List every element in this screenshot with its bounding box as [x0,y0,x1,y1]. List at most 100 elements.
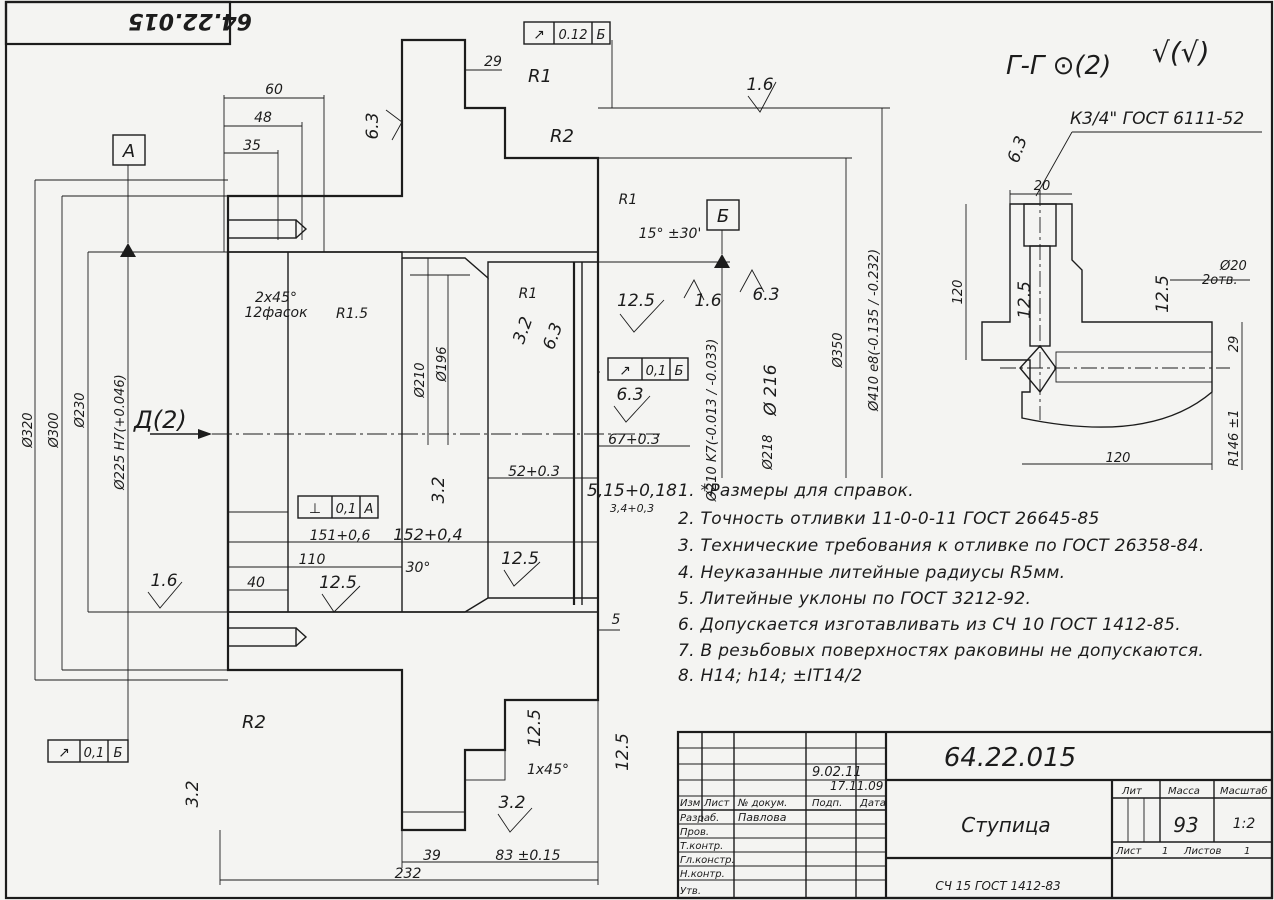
svg-text:↗: ↗ [58,745,70,761]
svg-text:93: 93 [1173,813,1198,837]
note-1: 1. *Размеры для справок. [678,481,914,501]
svg-text:№ докум.: № докум. [737,798,787,809]
svg-text:29: 29 [484,54,502,70]
svg-text:1: 1 [1162,846,1168,857]
svg-text:Н.контр.: Н.контр. [680,869,725,880]
sheet-frame [4,0,1274,900]
svg-text:R1: R1 [528,66,552,87]
rotated-number-box [4,0,232,46]
svg-text:12.5: 12.5 [319,573,357,593]
svg-text:R1.5: R1.5 [336,306,368,322]
svg-text:1x45°: 1x45° [527,762,569,778]
svg-text:52+0.3: 52+0.3 [508,464,560,480]
svg-text:6.3: 6.3 [1004,133,1032,165]
svg-text:5,15+0,18: 5,15+0,18 [587,481,677,501]
svg-text:Б: Б [675,364,684,379]
svg-text:60: 60 [265,82,283,98]
svg-text:Гл.констр.: Гл.констр. [680,855,735,866]
svg-text:120: 120 [1106,451,1131,466]
svg-text:Ø410 e8(-0.135 / -0.232): Ø410 e8(-0.135 / -0.232) [867,249,882,412]
svg-text:12фасок: 12фасок [244,305,308,321]
svg-text:Лист: Лист [703,798,731,809]
svg-text:17.11.09: 17.11.09 [830,779,883,793]
svg-text:R1: R1 [619,192,638,208]
svg-text:К3/4" ГОСТ 6111-52: К3/4" ГОСТ 6111-52 [1070,109,1244,129]
svg-text:√(√): √(√) [1152,36,1210,69]
svg-text:12.5: 12.5 [525,709,545,747]
rotated-drawing-number: 64.22.015 [128,8,252,33]
note-4: 4. Неуказанные литейные радиусы R5мм. [678,563,1066,583]
svg-text:35: 35 [243,138,261,154]
svg-text:151+0,6: 151+0,6 [310,528,371,544]
svg-text:39: 39 [423,848,441,864]
svg-text:Ø196: Ø196 [435,346,450,382]
svg-text:3.2: 3.2 [509,314,537,346]
svg-text:6.3: 6.3 [363,112,383,139]
svg-text:Ø218: Ø218 [761,434,776,470]
svg-text:3.2: 3.2 [183,780,203,807]
section-gg [965,131,1262,470]
svg-text:Дата: Дата [859,798,886,809]
svg-text:12.5: 12.5 [613,733,633,771]
datum-b-triangle [714,254,730,268]
svg-text:1:2: 1:2 [1233,816,1256,832]
svg-text:152+0,4: 152+0,4 [393,525,462,544]
svg-text:30°: 30° [406,560,431,576]
section-gg-texts: Г-Г ⊙(2) √(√) К3/4" ГОСТ 6111-52 6.3 20 … [951,36,1247,467]
svg-text:20: 20 [1034,179,1051,194]
svg-text:48: 48 [254,110,272,126]
svg-text:Т.контр.: Т.контр. [680,841,723,852]
note-7: 7. В резьбовых поверхностях раковины не … [678,641,1205,661]
svg-text:40: 40 [247,575,265,591]
svg-text:3,4+0,3: 3,4+0,3 [610,502,654,515]
svg-text:Ступица: Ступица [961,813,1050,837]
svg-text:120: 120 [951,280,966,305]
dimension-texts: 60 48 35 29 R1 R2 R1 R1 R1.5 2x45° 12фас… [242,54,701,882]
svg-text:5: 5 [612,612,621,628]
svg-text:Пров.: Пров. [680,827,709,838]
svg-text:2x45°: 2x45° [255,290,297,306]
svg-text:Лист: Лист [1115,846,1143,857]
svg-text:Б: Б [597,28,606,43]
view-label: Д(2) [133,406,187,434]
datum-b-label: Б [717,206,729,227]
svg-text:Изм: Изм [680,798,701,809]
svg-text:Разраб.: Разраб. [680,812,719,824]
right-dimension-lines [410,40,890,631]
svg-text:64.22.015: 64.22.015 [944,743,1076,773]
title-block-texts: Изм Лист № докум. Подп. Дата Разраб. Про… [680,743,1268,897]
svg-text:2отв.: 2отв. [1202,273,1238,288]
svg-text:R2: R2 [242,712,266,733]
tolerance-frame-perp: ⊥ 0,1 А [297,495,379,519]
datum-a-triangle [120,243,136,257]
svg-text:6.3: 6.3 [616,385,643,405]
svg-text:Листов: Листов [1183,846,1221,857]
svg-text:Павлова: Павлова [738,811,787,824]
svg-text:⊥: ⊥ [309,501,321,517]
svg-text:Ø350: Ø350 [831,332,846,368]
note-2: 2. Точность отливки 11-0-0-11 ГОСТ 26645… [678,509,1100,529]
svg-text:Г-Г ⊙(2): Г-Г ⊙(2) [1006,51,1111,81]
svg-text:12.5: 12.5 [1153,275,1173,313]
svg-text:Ø 216: Ø 216 [761,364,781,416]
datum-a-label: А [122,141,135,162]
svg-text:Ø230: Ø230 [73,392,88,428]
svg-text:Ø210 K7(-0.013 / -0.033): Ø210 K7(-0.013 / -0.033) [705,339,720,503]
svg-text:А: А [364,502,374,517]
svg-text:232: 232 [395,866,422,882]
svg-text:83 ±0.15: 83 ±0.15 [495,848,560,864]
datum-a-box [112,134,146,166]
svg-text:СЧ 15 ГОСТ 1412-83: СЧ 15 ГОСТ 1412-83 [935,879,1060,893]
svg-text:Ø210: Ø210 [413,362,428,398]
svg-text:Подп.: Подп. [812,798,842,809]
svg-text:12.5: 12.5 [501,549,539,569]
svg-text:1.6: 1.6 [150,571,177,591]
svg-text:29: 29 [1227,336,1242,353]
svg-text:R146 ±1: R146 ±1 [1227,409,1242,466]
svg-text:1.6: 1.6 [694,291,721,311]
svg-text:3.2: 3.2 [498,793,525,813]
svg-text:9.02.11: 9.02.11 [812,765,862,780]
svg-text:0,1: 0,1 [84,746,105,761]
svg-text:Ø320: Ø320 [21,412,36,448]
